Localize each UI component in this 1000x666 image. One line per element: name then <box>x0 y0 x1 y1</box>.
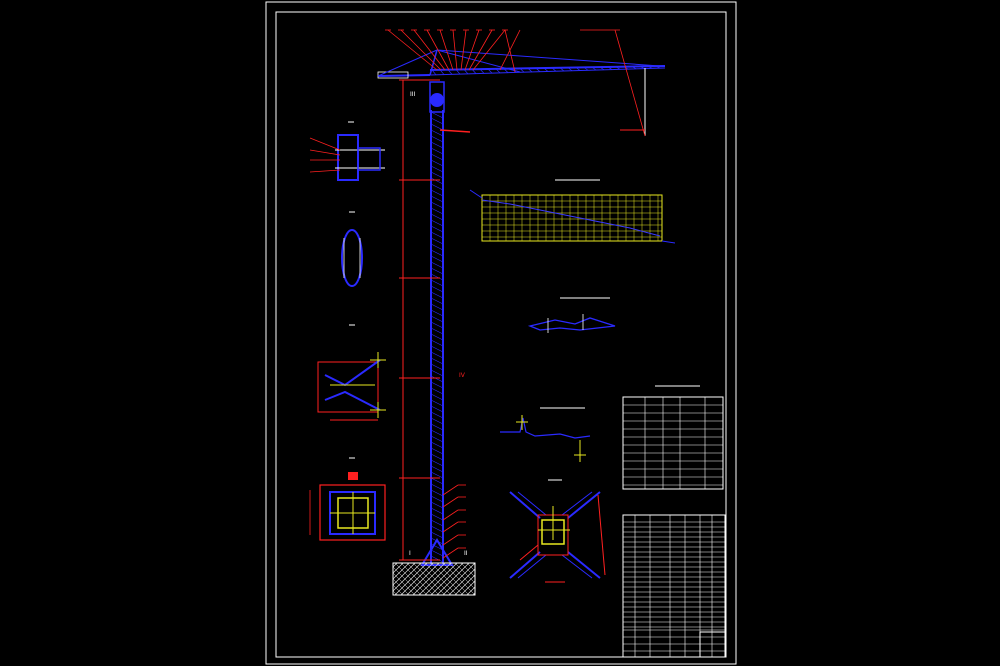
detail-view-4-base-plan <box>309 457 386 541</box>
tower-crane-elevation <box>377 29 666 596</box>
specification-table <box>622 385 724 490</box>
detail-view-3 <box>317 324 386 421</box>
inner-frame <box>275 11 727 658</box>
foundation-plan-view <box>509 479 606 583</box>
load-curve <box>481 199 661 237</box>
outer-frame <box>265 1 737 665</box>
detail-marker-1: I <box>409 550 411 557</box>
detail-marker-4: IV <box>459 372 466 379</box>
load-chart-grid <box>469 179 676 244</box>
detail-marker-3: III <box>410 91 416 98</box>
hook-path-diagram <box>500 407 591 462</box>
parts-list-title-block <box>622 514 726 658</box>
foundation-block <box>392 562 476 596</box>
jib-profile-diagram <box>527 297 616 333</box>
detail-view-2 <box>341 211 363 287</box>
detail-view-1 <box>309 121 385 181</box>
detail-marker-2: II <box>464 550 468 557</box>
